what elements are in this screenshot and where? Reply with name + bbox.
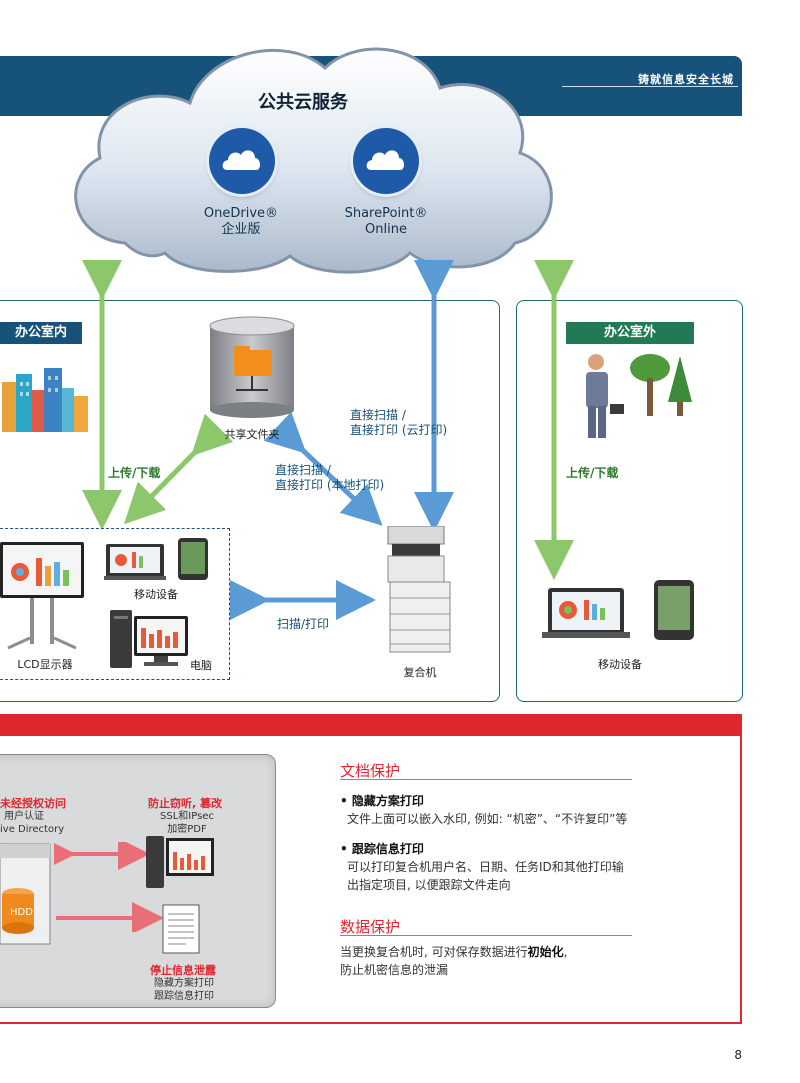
hdd-label: HDD — [10, 907, 33, 918]
hidden-print-title-text: 隐藏方案打印 — [351, 794, 424, 808]
direct-cloud-label: 直接扫描 / 直接打印 (云打印) — [350, 408, 447, 438]
tracking-print-title: • 跟踪信息打印 — [340, 842, 424, 856]
upload-download-label-right: 上传/下载 — [566, 466, 619, 480]
mobile-label-inside: 移动设备 — [134, 588, 178, 601]
direct-cloud-line2: 直接打印 (云打印) — [350, 423, 448, 437]
direct-local-line2: 直接打印 (本地打印) — [275, 478, 385, 492]
leak-line2: 跟踪信息打印 — [154, 991, 214, 1002]
document-icon — [162, 904, 200, 954]
lcd-display-icon — [0, 542, 84, 650]
mfp-printer-icon — [387, 526, 451, 653]
tracking-print-body: 可以打印复合机用户名、日期、任务ID和其他打印输 出指定项目, 以便跟踪文件走向 — [347, 858, 624, 894]
unauth-line1: 用户认证 — [4, 811, 44, 822]
mfp-label: 复合机 — [403, 666, 437, 679]
mobile-devices-icon — [104, 538, 208, 580]
theft-line2: 加密PDF — [167, 824, 207, 835]
direct-local-label: 直接扫描 / 直接打印 (本地打印) — [275, 463, 384, 493]
pc-icon — [110, 610, 188, 668]
upload-download-label-left: 上传/下载 — [108, 466, 161, 480]
data-protect-pre: 当更换复合机时, 可对保存数据进行 — [340, 945, 528, 959]
doc-protect-rule — [340, 779, 632, 780]
security-header-bar — [0, 714, 742, 736]
doc-protect-heading: 文档保护 — [340, 762, 401, 780]
sharepoint-label: SharePoint® Online — [331, 206, 441, 238]
direct-local-line1: 直接扫描 / — [275, 463, 331, 477]
tracking-print-title-text: 跟踪信息打印 — [351, 842, 424, 856]
security-frame — [0, 736, 742, 1024]
anti-eavesdrop-detail: SSL和IPsec 加密PDF — [152, 810, 222, 836]
shared-folder-label: 共享文件夹 — [224, 428, 280, 441]
stop-leak-label: 停止信息泄露 — [150, 964, 216, 977]
cloud-title: 公共云服务 — [258, 92, 348, 113]
theft-line1: SSL和IPsec — [160, 811, 214, 822]
security-arrows — [54, 842, 164, 932]
sharepoint-logo — [353, 128, 419, 194]
office-outside-tag: 办公室外 — [566, 322, 694, 344]
onedrive-logo — [209, 128, 275, 194]
unauth-line2: ive Directory — [0, 824, 65, 835]
pc-label: 电脑 — [190, 659, 212, 672]
stop-leak-detail: 隐藏方案打印 跟踪信息打印 — [146, 977, 222, 1003]
unauth-detail: 用户认证 ive Directory — [0, 810, 64, 836]
data-protect-bold: 初始化 — [527, 945, 564, 959]
data-protect-body: 当更换复合机时, 可对保存数据进行初始化, 防止机密信息的泄漏 — [340, 943, 567, 979]
mfp-hdd-icon — [0, 843, 51, 945]
tracking-body-line1: 可以打印复合机用户名、日期、任务ID和其他打印输 — [347, 860, 624, 874]
shared-folder-server-icon — [209, 316, 295, 418]
cloud-shape — [74, 47, 553, 274]
data-protect-line1: 当更换复合机时, 可对保存数据进行初始化, — [340, 943, 567, 961]
office-outside-panel — [516, 300, 743, 702]
city-buildings-illustration — [2, 368, 88, 432]
mobile-devices-outside-icon — [542, 580, 694, 640]
hidden-print-title: • 隐藏方案打印 — [340, 794, 424, 808]
hidden-print-body: 文件上面可以嵌入水印, 例如: “机密”、“不许复印”等 — [347, 812, 628, 826]
flow-arrows — [82, 260, 574, 620]
folder-mfp-arrow — [263, 411, 383, 526]
cloud-icon — [222, 150, 261, 170]
office-inside-panel — [0, 300, 500, 702]
scan-print-label: 扫描/打印 — [277, 617, 330, 631]
sharepoint-sub: Online — [365, 222, 407, 237]
unauth-access-label: 未经授权访问 — [0, 797, 66, 810]
data-protect-post: , — [563, 945, 568, 959]
data-protect-line2: 防止机密信息的泄漏 — [340, 963, 449, 977]
direct-cloud-line1: 直接扫描 / — [350, 408, 406, 422]
leak-line1: 隐藏方案打印 — [154, 978, 214, 989]
data-protect-rule — [340, 935, 632, 936]
office-inside-tag: 办公室内 — [0, 322, 82, 344]
lcd-label: LCD显示器 — [17, 658, 73, 671]
cloud-icon — [366, 150, 405, 170]
anti-eavesdrop-label: 防止窃听, 篡改 — [148, 797, 223, 810]
onedrive-sub: 企业版 — [221, 222, 261, 237]
onedrive-label: OneDrive® 企业版 — [186, 206, 296, 238]
banner-slogan: 铸就信息安全长城 — [638, 73, 734, 86]
businessman-trees-illustration — [586, 354, 692, 438]
page-number: 8 — [734, 1048, 742, 1062]
devices-group — [0, 528, 230, 680]
mobile-label-outside: 移动设备 — [598, 658, 642, 671]
tracking-body-line2: 出指定项目, 以便跟踪文件走向 — [347, 878, 511, 892]
folder-device-arrow — [123, 413, 234, 525]
banner-rule — [562, 86, 738, 87]
secure-pc-icon — [146, 836, 214, 888]
sharepoint-name: SharePoint® — [344, 206, 428, 221]
data-protect-heading: 数据保护 — [340, 918, 401, 936]
onedrive-name: OneDrive® — [203, 206, 279, 221]
